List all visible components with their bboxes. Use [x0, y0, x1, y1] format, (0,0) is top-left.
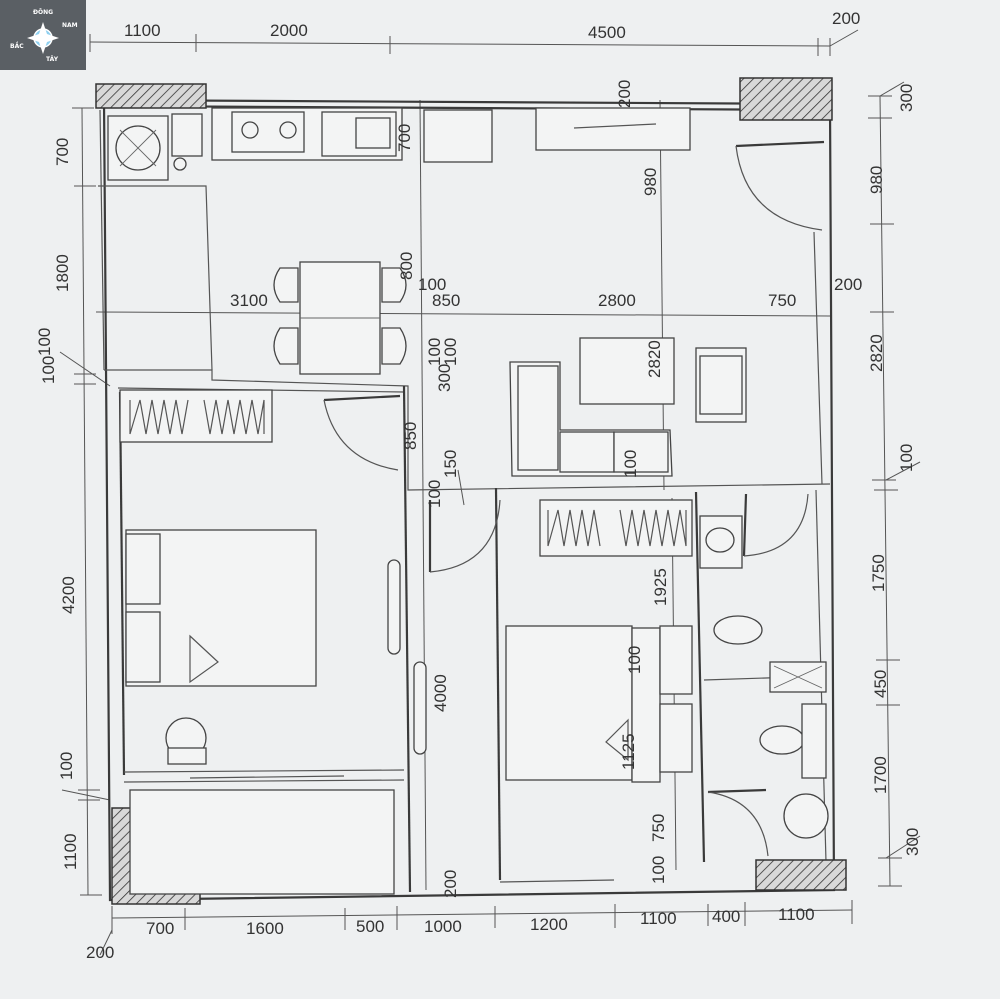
dim-label: 400 — [712, 907, 740, 926]
dim-label: 450 — [871, 670, 890, 698]
interior-dimensions: 200 700 980 800 100 3100 850 2800 750 28… — [230, 80, 796, 898]
dim-label: 300 — [903, 828, 922, 856]
dim-label: 100 — [39, 356, 58, 384]
walls — [95, 98, 836, 902]
logo-word: TÂY — [46, 56, 59, 63]
dim-label: 300 — [435, 364, 454, 392]
dim-label: 700 — [146, 919, 174, 938]
dim-label: 1800 — [53, 254, 72, 292]
dim-label: 100 — [441, 338, 460, 366]
entrance-door — [735, 140, 825, 231]
dim-label: 100 — [425, 480, 444, 508]
bedroom-2 — [413, 499, 693, 883]
dim-label: 1100 — [61, 833, 80, 870]
dining-set — [273, 261, 407, 375]
bathrooms — [699, 493, 829, 857]
dim-label: 700 — [395, 124, 414, 152]
dim-label: 1750 — [869, 554, 888, 592]
brand-logo: ĐÔNG NAM BẮC TÂY — [0, 0, 86, 70]
dim-label: 1200 — [530, 915, 568, 934]
right-dimensions: 300 980 200 2820 100 1750 450 1700 300 — [834, 84, 922, 856]
bottom-dimensions: 700 1600 500 1000 1200 1100 400 1100 200 — [86, 905, 815, 962]
dim-label: 980 — [867, 166, 886, 194]
logo-word: BẮC — [10, 43, 24, 50]
dim-label: 300 — [897, 84, 916, 112]
dim-label: 1125 — [619, 733, 638, 770]
dimension-lines — [59, 29, 921, 956]
dim-label: 200 — [615, 80, 634, 108]
dim-label: 100 — [425, 338, 444, 366]
dim-label: 100 — [418, 275, 446, 294]
dim-label: 4000 — [431, 674, 450, 712]
dim-label: 1700 — [871, 756, 890, 794]
dim-label: 2820 — [645, 340, 664, 378]
dim-label: 200 — [86, 943, 114, 962]
logo-word: NAM — [62, 22, 78, 29]
dim-label: 100 — [621, 450, 640, 478]
dim-label: 100 — [625, 646, 644, 674]
dim-label: 1925 — [651, 568, 670, 606]
dim-label: 850 — [401, 422, 420, 450]
dim-label: 700 — [53, 138, 72, 166]
dim-label: 100 — [649, 856, 668, 884]
left-dimensions: 700 1800 100 100 4200 100 1100 — [35, 138, 80, 870]
dim-label: 200 — [834, 275, 862, 294]
structural-columns — [95, 77, 847, 905]
dim-label: 2800 — [598, 291, 636, 310]
top-dimensions: 1100 2000 4500 200 — [124, 9, 860, 42]
compass-icon — [27, 22, 59, 54]
kitchen-fixtures — [107, 107, 691, 181]
dim-label: 1100 — [640, 909, 677, 928]
dim-label: 980 — [641, 168, 660, 196]
dim-label: 100 — [57, 752, 76, 780]
dim-label: 4200 — [59, 576, 78, 614]
dim-label: 1100 — [124, 21, 161, 40]
dim-label: 850 — [432, 291, 460, 310]
dim-label: 200 — [441, 870, 460, 898]
dim-label: 200 — [832, 9, 860, 28]
dim-label: 100 — [897, 444, 916, 472]
dim-label: 750 — [768, 291, 796, 310]
dim-label: 4500 — [588, 23, 626, 42]
dim-label: 100 — [35, 328, 54, 356]
dim-label: 1000 — [424, 917, 462, 936]
dim-label: 500 — [356, 917, 384, 936]
dim-label: 1600 — [246, 919, 284, 938]
logo-word: ĐÔNG — [33, 9, 54, 16]
wardrobe-hangers — [129, 399, 687, 547]
dim-label: 3100 — [230, 291, 268, 310]
dim-label: 750 — [649, 814, 668, 842]
living-room-furniture — [509, 337, 747, 477]
dim-label: 2820 — [867, 334, 886, 372]
dim-label: 1100 — [778, 905, 815, 924]
dim-label: 800 — [397, 252, 416, 280]
dim-label: 150 — [441, 450, 460, 478]
bedroom-1 — [119, 389, 401, 895]
dim-label: 2000 — [270, 21, 308, 40]
